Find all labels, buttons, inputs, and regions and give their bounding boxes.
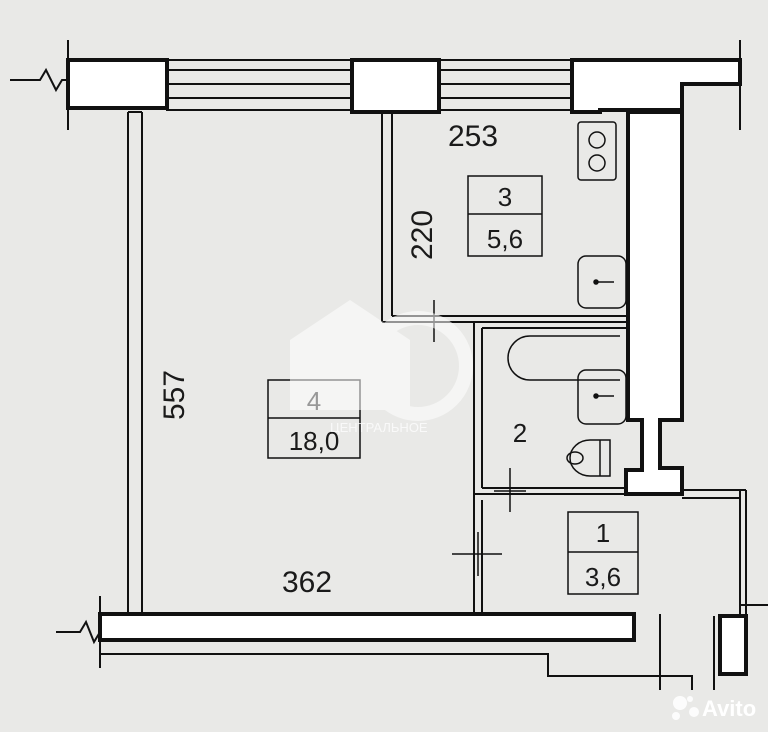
avito-logo-icon — [672, 696, 699, 720]
partitions — [99, 111, 747, 690]
watermark-text: ЦЕНТРАЛЬНОЕ — [330, 420, 428, 435]
window-pier — [350, 58, 441, 114]
structural-walls — [66, 58, 748, 676]
top-left-pier — [66, 58, 169, 110]
bathroom-sink-icon — [577, 369, 627, 425]
stove-icon — [577, 121, 617, 181]
room-3-area: 5,6 — [487, 224, 523, 254]
kitchen-sink-icon — [577, 255, 627, 309]
watermark-logo — [290, 300, 473, 421]
dimension-living-depth: 557 — [158, 370, 191, 420]
room-label-3: 3 5,6 — [467, 175, 543, 257]
room-1-area: 3,6 — [585, 562, 621, 592]
toilet-icon — [566, 439, 611, 477]
room-4-area: 18,0 — [289, 426, 340, 456]
bottom-wall — [98, 612, 636, 642]
top-right-wall — [570, 58, 742, 114]
bathtub-icon — [507, 335, 620, 381]
door-marks — [418, 300, 526, 576]
shaft-column — [624, 110, 684, 496]
dimension-kitchen-depth: 220 — [406, 210, 439, 260]
room-1-number: 1 — [596, 518, 610, 548]
room-2-number: 2 — [513, 418, 527, 448]
dimension-kitchen-width: 253 — [448, 120, 498, 153]
window-frames — [166, 59, 573, 111]
room-3-number: 3 — [498, 182, 512, 212]
avito-brand-text: Avito — [702, 696, 756, 721]
dimension-living-width: 362 — [282, 566, 332, 599]
bottom-right-jamb — [718, 614, 748, 676]
room-label-1: 1 3,6 — [567, 511, 639, 595]
break-lines — [10, 40, 768, 668]
